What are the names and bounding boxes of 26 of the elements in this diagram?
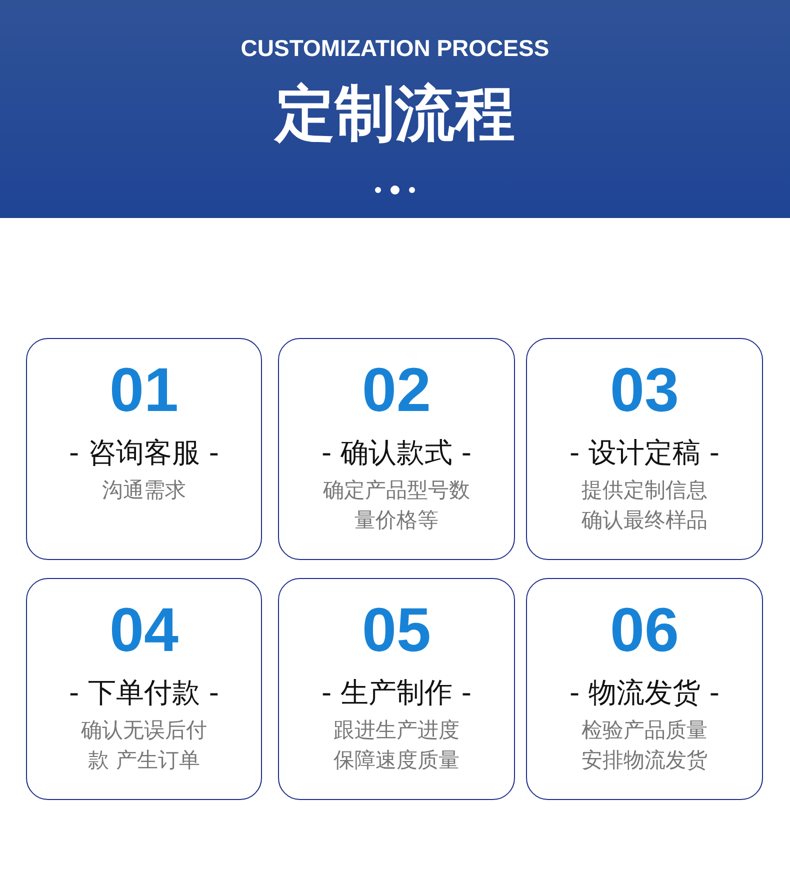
step-card: [26, 338, 262, 560]
step-description: 确定产品型号数量价格等: [322, 477, 471, 534]
step-card: [278, 338, 515, 560]
step-number: 05: [362, 595, 431, 667]
step-card: [526, 578, 763, 800]
subtitle-text: CUSTOMIZATION PROCESS: [240, 34, 550, 63]
step-card: [26, 578, 262, 800]
step-description: 跟进生产进度保障速度质量: [332, 717, 460, 774]
step-number: 02: [362, 355, 431, 427]
step-title: - 确认款式 -: [321, 435, 472, 471]
step-title: - 咨询客服 -: [68, 435, 219, 471]
step-number: 03: [610, 355, 679, 427]
step-title: - 物流发货 -: [569, 675, 720, 711]
step-description: 提供定制信息确认最终样品: [580, 477, 708, 534]
step-title: - 生产制作 -: [321, 675, 472, 711]
step-description: 沟通需求: [102, 477, 186, 504]
step-title: - 设计定稿 -: [569, 435, 720, 471]
step-description: 确认无误后付款 产生订单: [80, 717, 208, 774]
step-title: - 下单付款 -: [68, 675, 219, 711]
page-title: 定制流程: [275, 78, 515, 150]
step-card: [278, 578, 515, 800]
step-description: 检验产品质量安排物流发货: [580, 717, 708, 774]
step-number: 04: [110, 595, 178, 667]
step-number: 01: [110, 355, 178, 427]
step-card: [526, 338, 763, 560]
step-number: 06: [610, 595, 679, 667]
